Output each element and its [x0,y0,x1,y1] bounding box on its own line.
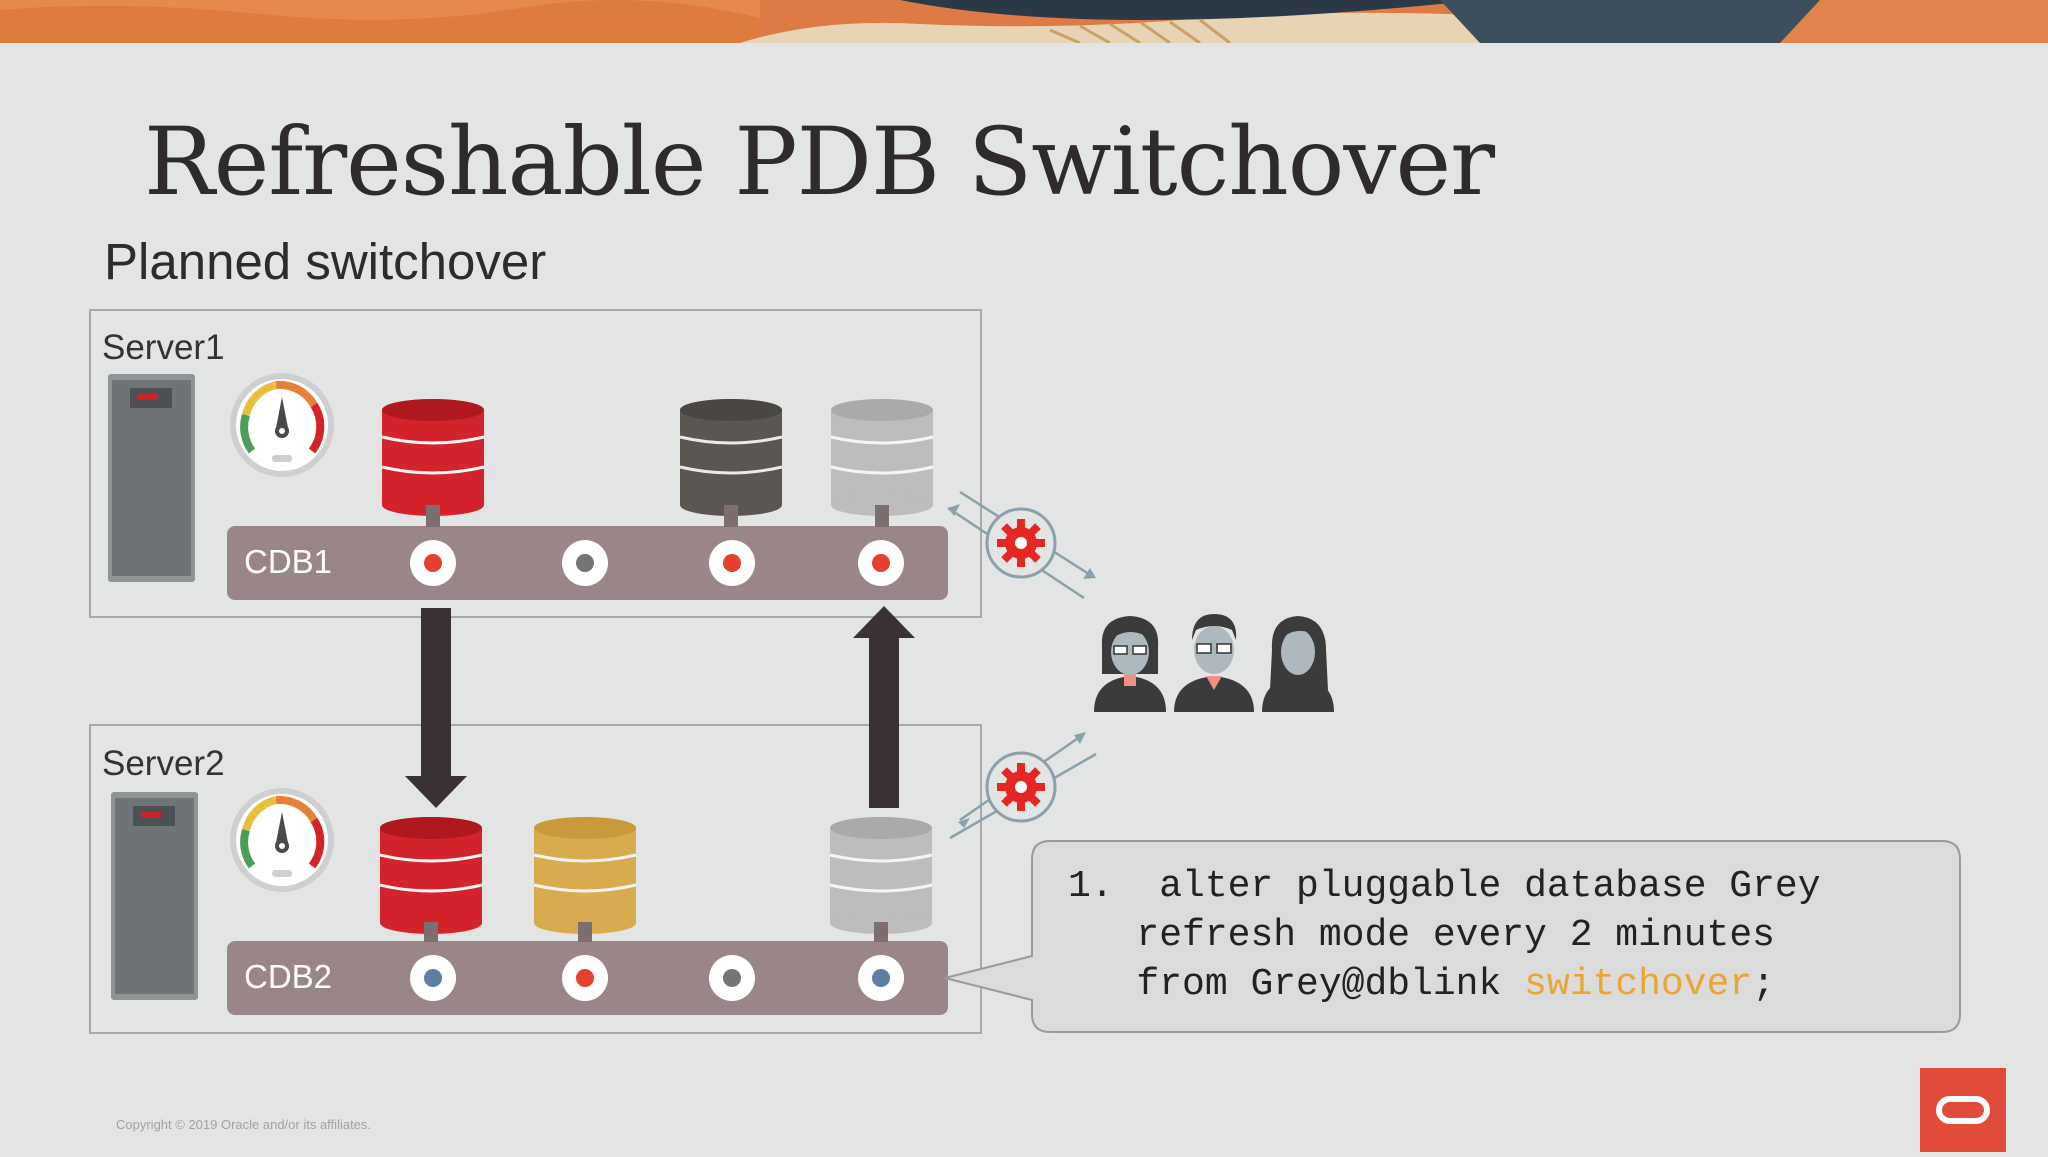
cdb1-slot-3 [709,540,755,586]
cdb1-db-grey-icon [830,399,934,527]
upper-link-gear-icon [947,490,1096,600]
server2-label: Server2 [102,744,225,783]
cdb2-db-gold-icon [533,817,637,942]
server2-rack-icon [111,792,198,1000]
copyright-notice: Copyright © 2019 Oracle and/or its affil… [116,1117,372,1132]
cdb2-label: CDB2 [244,958,333,995]
callout-keyword-switchover: switchover [1524,963,1753,1006]
cdb1-label: CDB1 [244,543,333,580]
cdb1-slot-2 [562,540,608,586]
users-group-icon [1094,614,1334,712]
oracle-logo [1920,1068,2006,1152]
oracle-logo-icon [1936,1096,1990,1124]
cdb1-db-dark-icon [679,399,783,527]
callout-line-3-suffix: ; [1752,963,1775,1006]
cdb2-slot-4 [858,955,904,1001]
callout-line-1: alter pluggable database Grey [1159,865,1821,908]
callout-line-2: refresh mode every 2 minutes [1136,914,1775,957]
cdb2-slot-3 [709,955,755,1001]
server1-box [89,309,982,618]
server1-gauge-icon [230,373,334,477]
cdb2-db-grey-icon [829,817,933,942]
callout-bubble [944,840,1961,1033]
callout-sql: 1. alter pluggable database Grey refresh… [1068,862,1821,1009]
cdb1-slot-4 [858,540,904,586]
lower-link-gear-icon [949,732,1097,840]
arrow-up-icon [853,606,915,808]
user-woman-glasses-icon [1094,616,1166,712]
page-title: Refreshable PDB Switchover [144,108,1495,217]
header-banner [0,0,2048,43]
cdb2-db-red-icon [379,817,483,942]
user-woman-icon [1262,616,1334,712]
cdb1-db-red-icon [381,399,485,527]
page-subtitle: Planned switchover [104,233,547,290]
callout-number: 1. [1068,865,1114,908]
user-man-glasses-icon [1174,614,1254,712]
cdb1-slot-1 [410,540,456,586]
cdb2-slot-1 [410,955,456,1001]
arrow-down-icon [405,608,467,808]
callout-line-3-prefix: from Grey@dblink [1136,963,1525,1006]
server2-gauge-icon [230,788,334,892]
server2-box [89,724,982,1034]
cdb2-slot-2 [562,955,608,1001]
banner-art [0,0,2048,43]
server1-label: Server1 [102,328,225,367]
server1-rack-icon [108,374,195,582]
